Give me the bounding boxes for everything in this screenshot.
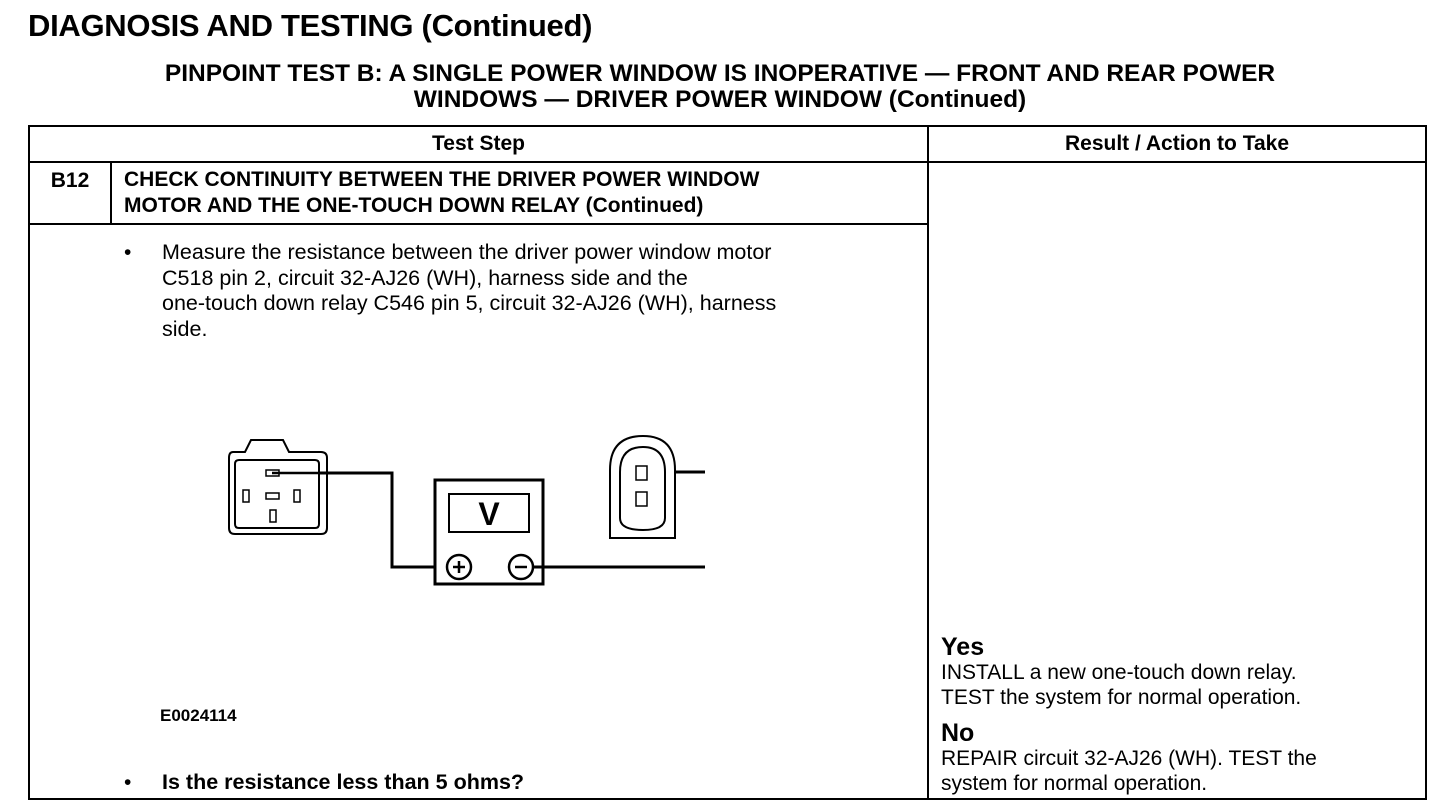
step-title-line-1: CHECK CONTINUITY BETWEEN THE DRIVER POWE… [124, 168, 760, 191]
test-title-line-1: PINPOINT TEST B: A SINGLE POWER WINDOW I… [164, 60, 1276, 87]
pinpoint-test-title: PINPOINT TEST B: A SINGLE POWER WINDOW I… [40, 61, 1400, 113]
test-title-line-2: WINDOWS — DRIVER POWER WINDOW (Continued… [413, 86, 1027, 113]
result-yes-heading: Yes [941, 633, 985, 661]
instruction-line-2: C518 pin 2, circuit 32-AJ26 (WH), harnes… [162, 265, 688, 290]
positive-lead [319, 471, 447, 569]
measure-instruction: Measure the resistance between the drive… [162, 240, 922, 342]
step-title: CHECK CONTINUITY BETWEEN THE DRIVER POWE… [124, 167, 914, 219]
step-id-divider [110, 163, 112, 223]
instruction-line-1: Measure the resistance between the drive… [162, 240, 772, 264]
result-yes: Yes INSTALL a new one-touch down relay. … [941, 635, 1421, 710]
bullet-marker: • [124, 771, 132, 794]
test-question: Is the resistance less than 5 ohms? [162, 770, 525, 794]
instruction-line-3: one-touch down relay C546 pin 5, circuit… [162, 291, 777, 315]
figure-id: E0024114 [160, 706, 237, 725]
step-title-line-2: MOTOR AND THE ONE-TOUCH DOWN RELAY (Cont… [124, 194, 704, 217]
meter-display-label: V [478, 496, 500, 532]
header-divider [30, 161, 1425, 163]
motor-connector-c518 [228, 439, 328, 535]
column-header-result: Result / Action to Take [1064, 132, 1290, 155]
relay-connector-c546 [609, 434, 676, 539]
voltmeter: V [433, 478, 545, 586]
result-yes-line-1: INSTALL a new one-touch down relay. [941, 661, 1297, 684]
result-no-line-2: system for normal operation. [941, 772, 1208, 795]
column-divider [927, 127, 929, 798]
test-step-table: Test Step Result / Action to Take B12 CH… [28, 125, 1427, 800]
wiring-diagram: V [228, 434, 705, 586]
step-title-divider [30, 223, 927, 225]
result-yes-line-2: TEST the system for normal operation. [941, 686, 1302, 709]
bullet-marker: • [124, 241, 132, 264]
result-no: No REPAIR circuit 32-AJ26 (WH). TEST the… [941, 721, 1421, 796]
column-header-test-step: Test Step [432, 132, 525, 155]
instruction-line-4: side. [162, 316, 208, 341]
result-no-line-1: REPAIR circuit 32-AJ26 (WH). TEST the [941, 747, 1317, 770]
result-no-heading: No [941, 719, 975, 747]
page-header: DIAGNOSIS AND TESTING (Continued) [28, 8, 593, 43]
negative-lead [533, 470, 705, 569]
step-id: B12 [50, 169, 90, 192]
